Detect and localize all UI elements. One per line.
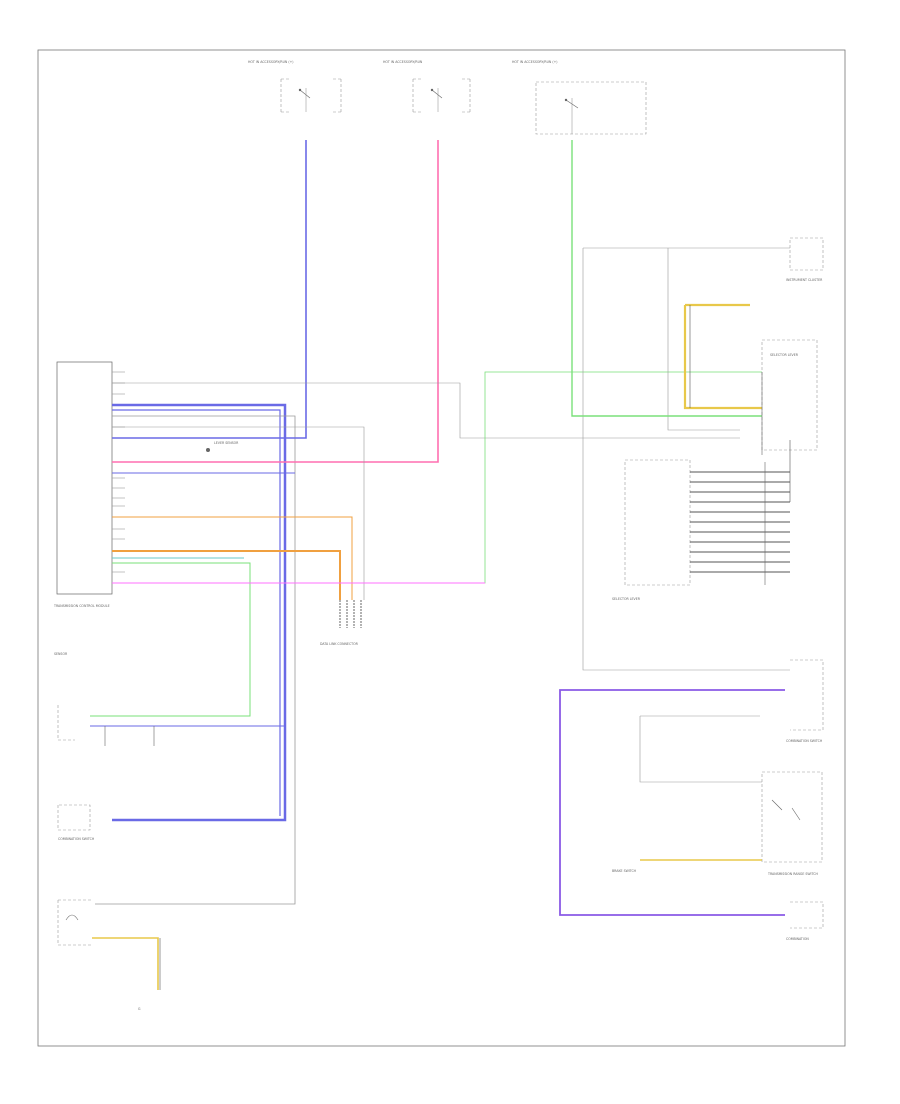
ground-label: G xyxy=(138,1007,141,1011)
wire-gray-shift xyxy=(95,415,296,905)
instrument-cluster-label: INSTRUMENT CLUSTER xyxy=(786,278,823,282)
lever-sensor-label: LEVER SENSOR xyxy=(214,441,239,445)
combination-switch-left-label: COMBINATION SWITCH xyxy=(58,837,95,841)
combination-switch-right: COMBINATION SWITCH xyxy=(639,659,824,783)
wire-blue-power xyxy=(112,140,307,439)
wire-green-power xyxy=(571,140,762,417)
instrument-cluster: INSTRUMENT CLUSTER xyxy=(582,237,824,671)
fuse-box-2-label: HOT IN ACCESSORY/RUN xyxy=(383,60,423,64)
wire-purple-right xyxy=(559,689,785,916)
transmission-range-switch: TRANSMISSION RANGE SWITCH BRAKE SWITCH xyxy=(612,771,823,876)
brake-switch-label: BRAKE SWITCH xyxy=(612,869,637,873)
selector-indicator-label: SELECTOR LEVER xyxy=(612,597,641,601)
selector-lever-module: SELECTOR LEVER xyxy=(571,140,818,455)
selector-indicator-module: SELECTOR LEVER xyxy=(612,440,791,601)
diagram-border xyxy=(37,49,846,1047)
data-link-connector: DATA LINK CONNECTOR xyxy=(320,600,362,646)
fuse-box-3-label: HOT IN ACCESSORY/RUN (+) xyxy=(512,60,557,64)
selector-lever-label: SELECTOR LEVER xyxy=(770,353,799,357)
wire-gray-dlc xyxy=(112,426,365,600)
tcm-pins xyxy=(112,371,125,573)
combination-sensor-bottom: COMBINATION xyxy=(786,901,824,941)
combination-bottom-label: COMBINATION xyxy=(786,937,809,941)
pressure-sensor: SENSOR xyxy=(54,652,155,746)
fuse-box-3: HOT IN ACCESSORY/RUN (+) xyxy=(512,60,647,135)
tcm-box xyxy=(56,361,113,595)
fuse-box-2: HOT IN ACCESSORY/RUN xyxy=(383,60,471,113)
lever-sensor-ground: LEVER SENSOR xyxy=(206,441,239,452)
wire-blue-2 xyxy=(112,409,281,816)
combination-switch-right-label: COMBINATION SWITCH xyxy=(786,739,823,743)
wire-gray-can xyxy=(112,382,740,439)
combination-switch-left: COMBINATION SWITCH xyxy=(57,804,95,841)
wire-gray-ic xyxy=(582,248,790,671)
shift-lock-solenoid: G xyxy=(57,899,161,1011)
tcm-label: TRANSMISSION CONTROL MODULE xyxy=(53,604,110,608)
wire-yellow xyxy=(92,937,159,990)
pressure-sensor-label: SENSOR xyxy=(54,652,68,656)
fuse-box-1-label: HOT IN ACCESSORY/RUN (+) xyxy=(248,60,293,64)
wire-blue-thick xyxy=(112,403,287,822)
wire-green-1 xyxy=(90,562,251,717)
data-link-label: DATA LINK CONNECTOR xyxy=(320,642,359,646)
wire-orange-2 xyxy=(112,550,341,600)
wire-yellow-right xyxy=(683,305,762,410)
fuse-box-1: HOT IN ACCESSORY/RUN (+) xyxy=(248,60,342,113)
wire-pink-power xyxy=(112,140,439,463)
tr-switch-label: TRANSMISSION RANGE SWITCH xyxy=(767,872,818,876)
wire-orange-1 xyxy=(112,516,353,600)
